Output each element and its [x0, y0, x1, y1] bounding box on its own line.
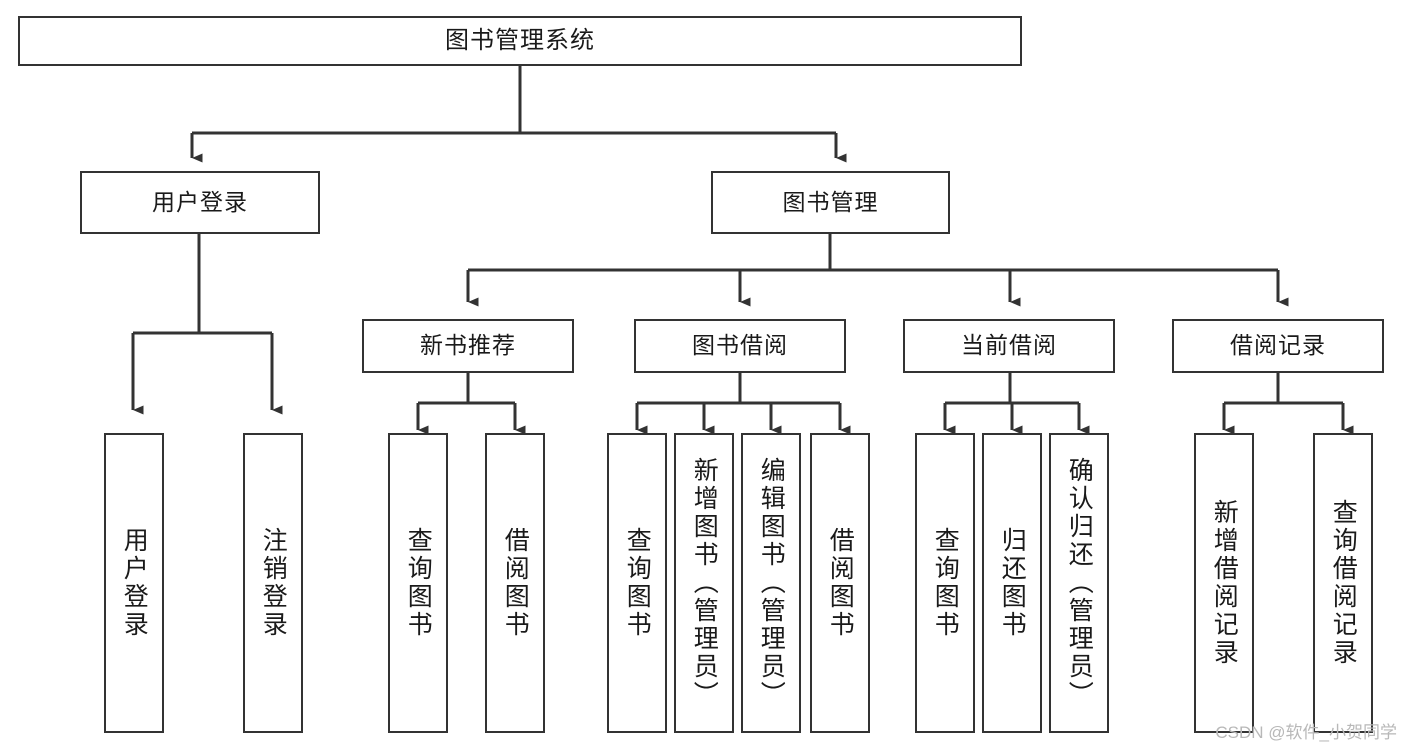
node-borrowing-records-label: 借阅记录: [1230, 332, 1326, 359]
node-user-login-label: 用户登录: [152, 188, 248, 215]
node-new-book-recommendation[interactable]: 新书推荐: [362, 319, 574, 373]
node-leaf-label: 新增图书（管理员）: [690, 457, 719, 709]
node-root-book-management-system[interactable]: 图书管理系统: [18, 16, 1022, 66]
node-book-borrowing-label: 图书借阅: [692, 332, 788, 359]
node-new-book-recommendation-label: 新书推荐: [420, 332, 516, 359]
node-leaf-currentborrow-return-book[interactable]: 归还图书: [982, 433, 1042, 733]
node-leaf-label: 借阅图书: [501, 527, 530, 639]
node-leaf-label: 归还图书: [998, 527, 1027, 639]
node-leaf-currentborrow-confirm-return-admin[interactable]: 确认归还（管理员）: [1049, 433, 1109, 733]
node-leaf-label: 查询借阅记录: [1329, 499, 1358, 667]
node-leaf-bookborrow-query-book[interactable]: 查询图书: [607, 433, 667, 733]
node-book-borrowing[interactable]: 图书借阅: [634, 319, 846, 373]
node-leaf-currentborrow-query-book[interactable]: 查询图书: [915, 433, 975, 733]
node-leaf-label: 编辑图书（管理员）: [757, 457, 786, 709]
node-leaf-bookborrow-add-book-admin[interactable]: 新增图书（管理员）: [674, 433, 734, 733]
node-leaf-newbook-query-book[interactable]: 查询图书: [388, 433, 448, 733]
node-current-borrowing[interactable]: 当前借阅: [903, 319, 1115, 373]
node-leaf-user-login-signout[interactable]: 注销登录: [243, 433, 303, 733]
node-leaf-label: 借阅图书: [826, 527, 855, 639]
node-leaf-label: 查询图书: [623, 527, 652, 639]
node-leaf-label: 新增借阅记录: [1210, 499, 1239, 667]
node-user-login[interactable]: 用户登录: [80, 171, 320, 234]
node-leaf-records-add-record[interactable]: 新增借阅记录: [1194, 433, 1254, 733]
node-current-borrowing-label: 当前借阅: [961, 332, 1057, 359]
node-root-label: 图书管理系统: [445, 26, 595, 54]
node-book-management[interactable]: 图书管理: [711, 171, 950, 234]
node-leaf-bookborrow-borrow-book[interactable]: 借阅图书: [810, 433, 870, 733]
node-leaf-label: 用户登录: [120, 527, 149, 639]
node-borrowing-records[interactable]: 借阅记录: [1172, 319, 1384, 373]
node-leaf-label: 注销登录: [259, 527, 288, 639]
node-leaf-label: 查询图书: [404, 527, 433, 639]
csdn-watermark: CSDN @软件_小贺同学: [1215, 723, 1397, 742]
node-leaf-label: 确认归还（管理员）: [1065, 457, 1094, 709]
node-leaf-label: 查询图书: [931, 527, 960, 639]
node-leaf-records-query-record[interactable]: 查询借阅记录: [1313, 433, 1373, 733]
node-leaf-newbook-borrow-book[interactable]: 借阅图书: [485, 433, 545, 733]
node-book-management-label: 图书管理: [782, 188, 879, 215]
node-leaf-bookborrow-edit-book-admin[interactable]: 编辑图书（管理员）: [741, 433, 801, 733]
node-leaf-user-login-signin[interactable]: 用户登录: [104, 433, 164, 733]
